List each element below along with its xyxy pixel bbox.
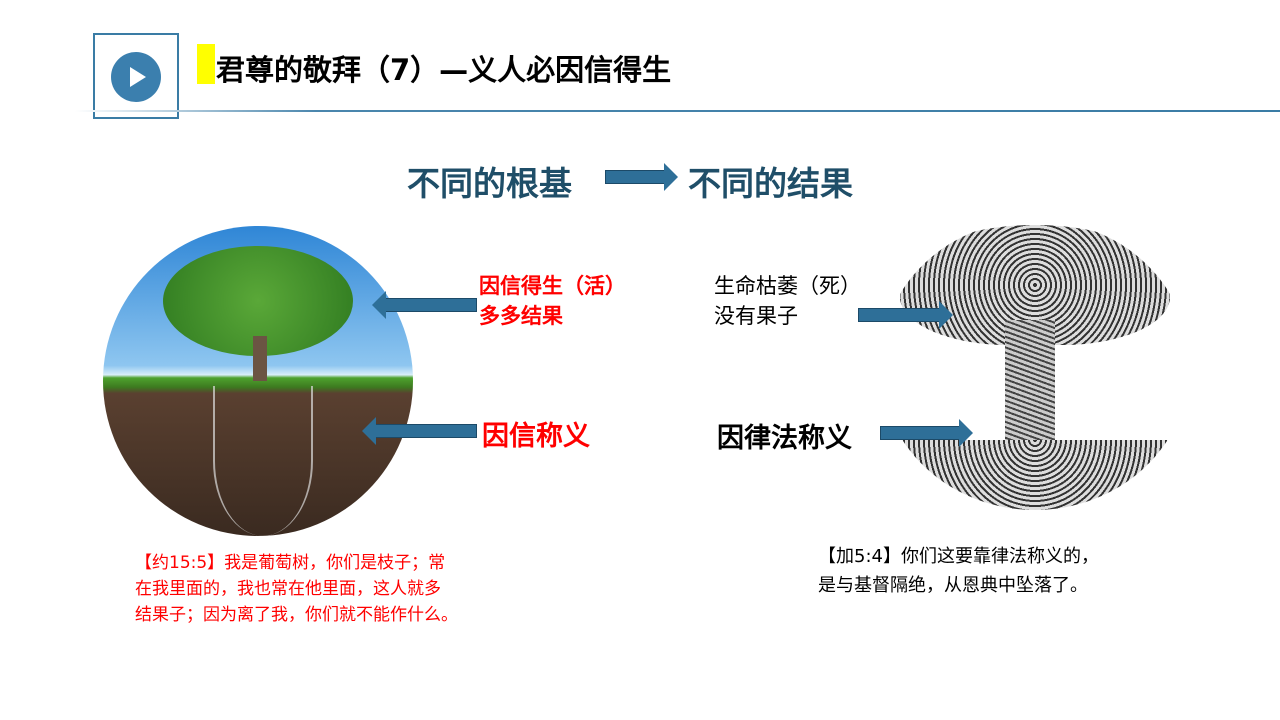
title-marker	[197, 44, 215, 84]
slide-title: 君尊的敬拜（7）—义人必因信得生	[216, 53, 672, 87]
header-divider	[75, 110, 1280, 112]
left-life-label: 因信得生（活） 多多结果	[479, 274, 626, 328]
arrow-left-icon	[372, 291, 477, 319]
left-root-label: 因信称义	[482, 421, 590, 452]
arrow-left-icon	[362, 417, 477, 445]
play-icon[interactable]	[111, 52, 161, 102]
subtitle-right: 不同的结果	[688, 164, 853, 203]
arrow-right-icon	[858, 301, 953, 329]
left-verse: 【约15:5】我是葡萄树，你们是枝子；常 在我里面的，我也常在他里面，这人就多 …	[135, 553, 458, 625]
right-root-label: 因律法称义	[717, 423, 852, 454]
fruit-tree-image	[103, 226, 413, 536]
arrow-right-icon	[880, 419, 973, 447]
right-verse: 【加5:4】你们这要靠律法称义的， 是与基督隔绝，从恩典中坠落了。	[818, 546, 1099, 596]
right-life-label: 生命枯萎（死） 没有果子	[714, 274, 861, 328]
header-frame	[93, 33, 179, 119]
arrow-right-icon	[605, 163, 678, 191]
subtitle-left: 不同的根基	[407, 164, 572, 203]
withered-tree-image	[880, 220, 1190, 510]
